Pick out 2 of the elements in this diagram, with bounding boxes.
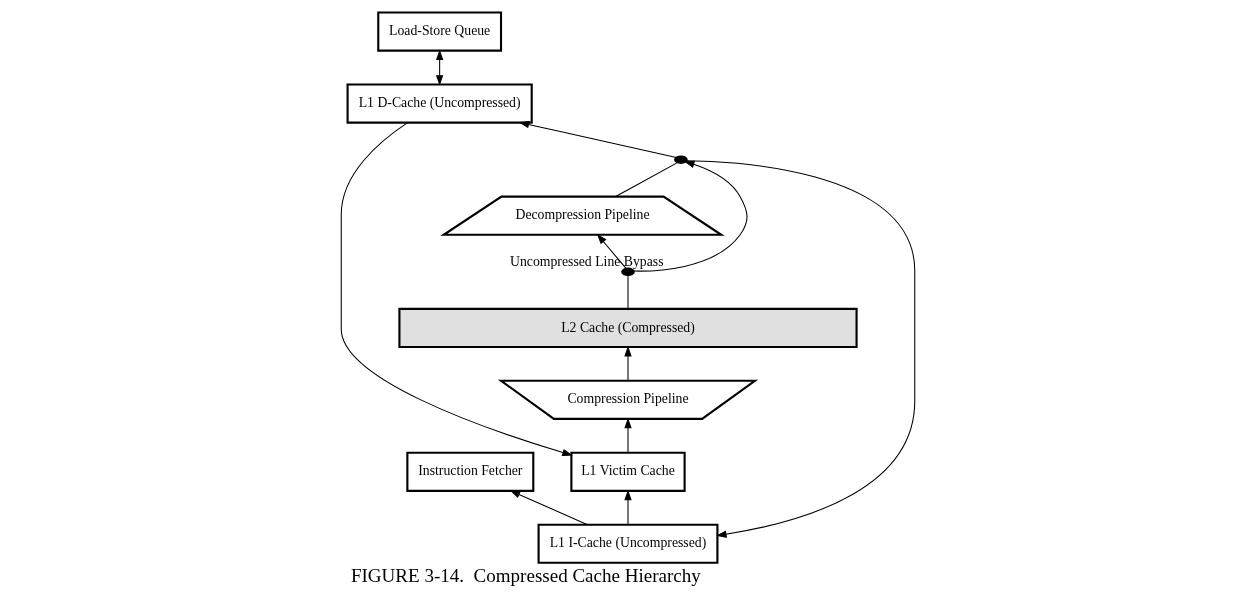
caption: FIGURE 3-14. Compressed Cache Hierarchy — [350, 565, 701, 587]
edge-label: Uncompressed Line Bypass — [509, 253, 664, 269]
